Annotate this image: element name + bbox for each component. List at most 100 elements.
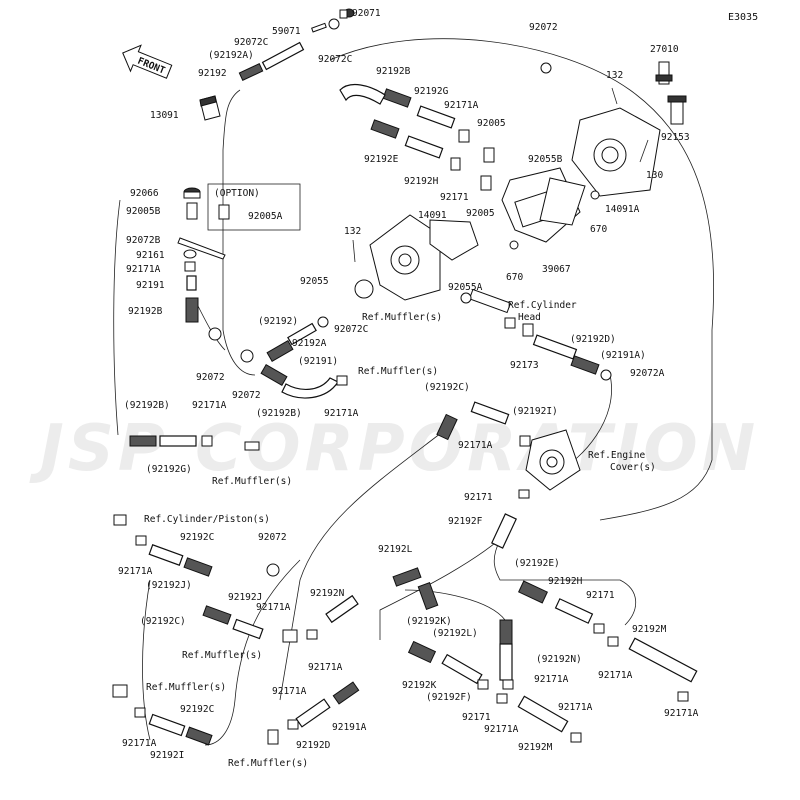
part-label: 92171A: [664, 708, 699, 719]
part-label: 92192H: [404, 176, 439, 187]
part-label: 132: [606, 70, 623, 81]
gasket-92055a: [429, 219, 479, 261]
part-label: (92192I): [512, 406, 558, 417]
clamp-92072b: [177, 237, 226, 260]
part-label: 27010: [650, 44, 679, 55]
part-label: 92192G: [414, 86, 449, 97]
part-label: (92192D): [570, 334, 616, 345]
hose-92192d-right: [532, 334, 578, 360]
clamp-92072-top-right: [540, 62, 552, 74]
part-label: 92153: [661, 132, 690, 143]
fitting-92171a-lower-4: [496, 693, 508, 704]
spring-92192-top: [238, 63, 264, 81]
fitting-92153: [667, 95, 687, 125]
part-label: 92171A: [324, 408, 359, 419]
part-label: 92171A: [122, 738, 157, 749]
part-label: 92005: [466, 208, 495, 219]
oring-670-top: [590, 190, 600, 200]
part-label: 92192: [198, 68, 227, 79]
part-label: 670: [506, 272, 523, 283]
part-label: 92191: [136, 280, 165, 291]
part-label: 92072: [232, 390, 261, 401]
part-label: (92192C): [424, 382, 470, 393]
gasket-39067: [539, 177, 586, 226]
spring-92192c-center: [436, 413, 458, 441]
part-label: 92072C: [318, 54, 352, 65]
part-label: (92192): [258, 316, 298, 327]
spring-92192l-lower: [392, 567, 422, 587]
fitting-92173: [522, 323, 534, 337]
part-label: 92171A: [118, 566, 153, 577]
fitting-92171a-left: [184, 261, 196, 272]
hose-92192a-top: [261, 41, 305, 71]
hose-92192m-right: [628, 637, 698, 683]
part-label: (92192C): [140, 616, 186, 627]
hose-92192h-right: [554, 598, 594, 624]
fitting-92171a-bottom-1: [134, 707, 146, 718]
part-label: 92171A: [444, 100, 479, 111]
pin-59071: [311, 22, 327, 33]
part-label: (92191A): [600, 350, 646, 361]
spring-92192k-lower-2: [407, 640, 437, 664]
part-label: 92192C: [180, 532, 214, 543]
fitting-92171a-mid: [336, 375, 348, 386]
part-label: 92171A: [272, 686, 307, 697]
fitting-92171a-lower-left: [201, 435, 213, 447]
spring-92192b-lower: [129, 435, 157, 447]
spring-92192b-upper: [382, 88, 412, 108]
spring-92192c-lower: [183, 557, 213, 577]
part-label: Cover(s): [610, 462, 656, 473]
part-label: (92192E): [514, 558, 560, 569]
clamp-92072-lower: [266, 563, 280, 577]
part-label: 92171A: [598, 670, 633, 681]
hose-92192g-lower: [159, 435, 197, 447]
watermark: JSP CORPORATION: [29, 412, 759, 486]
hose-upper-bend: [339, 83, 386, 105]
cap-92066: [183, 187, 201, 199]
fitting-muffler-lower-left: [244, 441, 260, 451]
oring-92055: [354, 279, 374, 299]
part-label: Ref.Muffler(s): [362, 312, 442, 323]
part-label: 92192D: [296, 740, 331, 751]
spring-92192-mid: [266, 339, 294, 363]
part-label: 92192C: [180, 704, 214, 715]
part-label: Ref.Muffler(s): [182, 650, 262, 661]
part-label: 92192I: [150, 750, 184, 761]
cover-14091a: [571, 107, 661, 197]
spring-92192l-lower-2: [499, 619, 513, 645]
hose-92192m-lower: [517, 695, 569, 733]
fitting-92005-mid: [480, 175, 492, 191]
routing-lines: [113, 38, 715, 746]
part-label: 92072C: [334, 324, 368, 335]
part-label: (92192A): [208, 50, 254, 61]
bolt-132-mid: [352, 239, 356, 263]
part-label: 92072: [258, 532, 287, 543]
part-label: (92191): [298, 356, 338, 367]
oring-670-bottom: [509, 240, 519, 250]
spring-92192e-right: [518, 580, 548, 604]
part-label: 39067: [542, 264, 571, 275]
fitting-92005b: [186, 202, 198, 220]
part-label: (92192J): [146, 580, 192, 591]
fitting-92171a-right-2: [677, 691, 689, 702]
option-box-label: (OPTION): [214, 188, 260, 199]
part-label: 92192M: [518, 742, 553, 753]
fitting-92161: [183, 249, 197, 259]
hose-92191-mid: [281, 377, 339, 399]
part-label: 92005B: [126, 206, 161, 217]
spring-92191a-right: [570, 355, 600, 375]
spring-92191a-bottom: [332, 681, 360, 705]
part-label: 92192E: [364, 154, 399, 165]
hose-92192i-center: [470, 401, 510, 425]
part-label: 92192B: [376, 66, 411, 77]
fitting-92171a-upper: [458, 129, 470, 143]
part-label: 92171A: [558, 702, 593, 713]
part-label: 92171: [464, 492, 493, 503]
part-label: (92192K): [406, 616, 452, 627]
part-label: 13091: [150, 110, 179, 121]
fitting-92005-upper: [483, 147, 495, 163]
hose-92192i-bottom: [148, 713, 186, 737]
part-label: 92071: [352, 8, 381, 19]
part-label: (92192B): [124, 400, 170, 411]
fitting-92171a-lower-3: [502, 679, 514, 690]
